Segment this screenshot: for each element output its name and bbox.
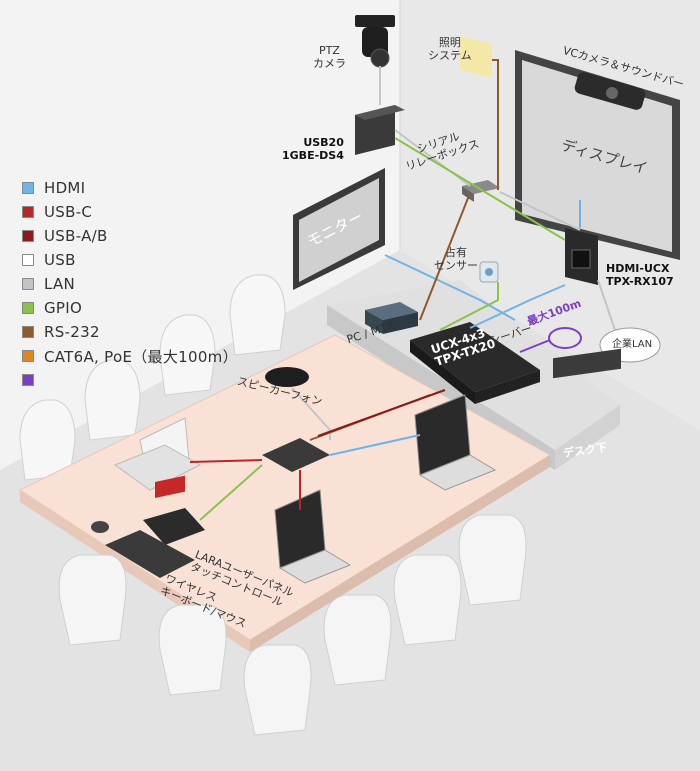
legend-label: GPIO (44, 299, 83, 317)
chairs-back (19, 274, 286, 481)
wireless-keyboard (105, 530, 195, 578)
corporate-lan-label: 企業LAN (612, 339, 653, 350)
legend-item: HDMI (22, 176, 238, 200)
legend-item: GPIO (22, 296, 238, 320)
monitor-screen (299, 178, 379, 282)
legend-label: USB (44, 251, 76, 269)
touch-panel (143, 508, 205, 545)
receiver-model-label: HDMI-UCX TPX-RX107 (606, 262, 674, 288)
table-connection-box (262, 438, 330, 472)
ptz-camera-label: PTZ カメラ (313, 44, 346, 70)
legend-label: USB-C (44, 203, 93, 221)
cables (379, 59, 616, 331)
legend-label: LAN (44, 275, 76, 293)
legend-swatch (22, 302, 34, 314)
under-desk-tag (553, 348, 621, 379)
legend-item: USB-C (22, 200, 238, 224)
legend-swatch (22, 206, 34, 218)
speakerphone (265, 367, 309, 387)
lighting-label: 照明 システム (428, 36, 472, 62)
legend-swatch (22, 278, 34, 290)
legend-swatch (22, 182, 34, 194)
occupancy-label: 占有 センサー (434, 246, 478, 272)
legend-item: USB (22, 248, 238, 272)
pc-mtr-box (365, 302, 418, 320)
serial-relay-box (462, 180, 500, 194)
switcher-front (410, 340, 475, 404)
switcher-top (410, 322, 540, 392)
lighting-panel (460, 36, 492, 78)
cat6a-coil (548, 327, 582, 349)
legend-item: LAN (22, 272, 238, 296)
ptz-camera-lens (370, 48, 390, 68)
table-cables (189, 387, 446, 521)
vc-camera-lens (606, 87, 618, 99)
legend-item (22, 368, 238, 392)
legend-swatch (22, 350, 34, 362)
legend-label: HDMI (44, 179, 86, 197)
ptz-camera-mount (355, 15, 395, 27)
legend-swatch (22, 374, 34, 386)
legend-swatch (22, 326, 34, 338)
legend-label: CAT6A, PoE（最大100m） (44, 347, 238, 366)
legend-item: USB-A/B (22, 224, 238, 248)
usb-device-label: USB20 1GBE-DS4 (282, 136, 344, 162)
chairs-front (58, 514, 527, 736)
legend-item: CAT6A, PoE（最大100m） (22, 344, 238, 368)
left-wall (0, 0, 400, 470)
legend-item: RS-232 (22, 320, 238, 344)
legend-swatch (22, 230, 34, 242)
legend-label: RS-232 (44, 323, 100, 341)
legend-label: USB-A/B (44, 227, 108, 245)
wireless-mouse (91, 521, 109, 533)
legend-swatch (22, 254, 34, 266)
